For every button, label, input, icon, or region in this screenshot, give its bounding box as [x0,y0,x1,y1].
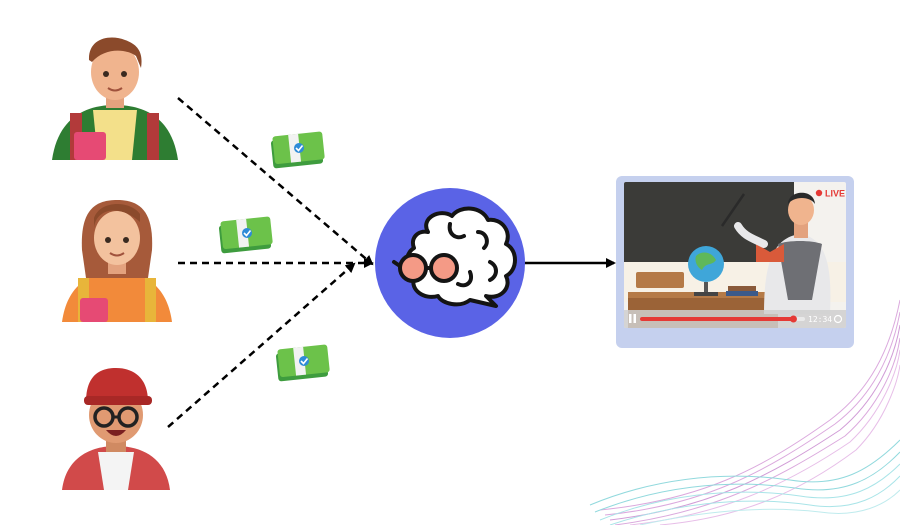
progress-fill [640,317,794,321]
student-girl-backpack-icon [62,200,172,322]
decorative-wave-lines [589,299,900,525]
money-stack-icon [275,344,330,382]
video-time: 12:34 [808,315,832,324]
student-boy-cap-glasses-icon [62,368,170,490]
brain-glasses-icon [392,206,517,308]
globe-icon [688,246,724,296]
ai-tutor-node [375,188,525,338]
fullscreen-icon[interactable] [833,314,843,324]
live-label: LIVE [825,189,845,199]
money-stack-icon [218,216,273,254]
student-boy-backpack-icon [52,37,178,160]
live-class-video-panel: LIVE 12:34 [616,176,854,348]
edge-student-1-to-tutor [177,97,374,266]
live-dot-icon [815,189,823,197]
edge-student-3-to-tutor [167,262,356,428]
teacher-icon [720,192,831,314]
edges [167,97,616,428]
progress-knob[interactable] [789,315,797,323]
video-controls[interactable]: 12:34 [624,310,846,328]
pause-icon[interactable] [629,314,632,323]
money-stack-icon [270,131,325,169]
live-indicator: LIVE [815,189,845,199]
